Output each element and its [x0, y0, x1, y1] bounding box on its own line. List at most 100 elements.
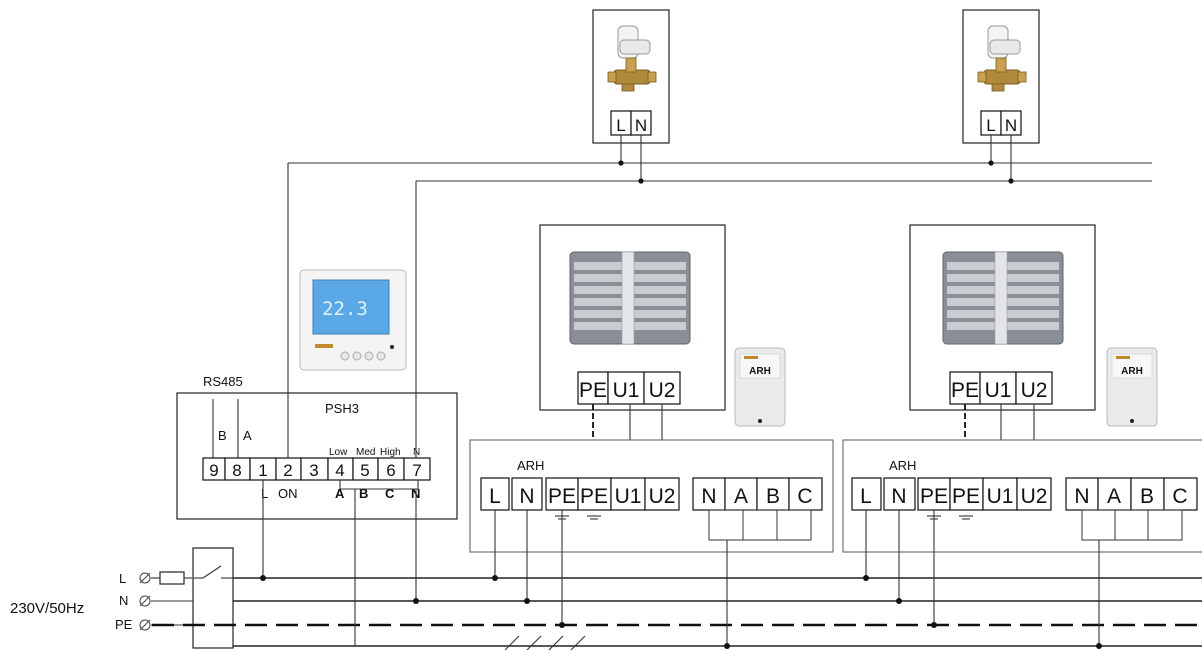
- psh3-bottom-b-label: B: [359, 486, 368, 501]
- bus-b-label: B: [218, 428, 227, 443]
- speed-low-label: Low: [329, 447, 348, 458]
- controller-psh3: 22.3 RS485 PSH3 B A Low Med High N 9 8: [176, 163, 458, 646]
- psh3-terminal-9-label: 9: [209, 461, 218, 480]
- arh-device-1-icon: ARH: [734, 347, 786, 427]
- mains-supply: 230V/50Hz L N PE: [10, 547, 1202, 650]
- supply-n-label: N: [119, 593, 128, 608]
- arh-1-terminal-pe-b-label: PE: [580, 485, 608, 508]
- psh3-box: [176, 392, 458, 520]
- arh-2-terminal-u1-label: U1: [987, 485, 1014, 508]
- main-switch-box: [192, 547, 234, 649]
- heater-2-terminal-u1: [979, 371, 1017, 405]
- psh3-bottom-a-label: A: [335, 486, 345, 501]
- arh-1-terminal-n-label: N: [519, 485, 534, 508]
- rs485-label: RS485: [203, 374, 243, 389]
- arh-1-terminal-ctrl-n: [692, 477, 726, 511]
- arh-1-terminal-u2: [644, 477, 680, 511]
- arh-2-terminal-n-label: N: [891, 485, 906, 508]
- arh-module-1-label: ARH: [517, 458, 544, 473]
- arh-1-terminal-n: [511, 477, 543, 511]
- psh3-terminal-7: [403, 457, 431, 481]
- valve-unit-1: L N: [592, 9, 670, 181]
- heater-unit-2: PE U1 U2: [909, 224, 1096, 478]
- supply-terminal-n-icon: [139, 595, 151, 607]
- psh3-bottom-c-label: C: [385, 486, 395, 501]
- fuse-icon: [159, 571, 185, 585]
- arh-2-terminal-ctrl-a-label: A: [1107, 485, 1121, 508]
- arh-1-terminal-u1-label: U1: [615, 485, 642, 508]
- valve-2-terminal-l-label: L: [986, 116, 995, 135]
- arh-2-terminal-ctrl-n-label: N: [1074, 485, 1089, 508]
- arh-1-terminal-ctrl-b: [756, 477, 790, 511]
- arh-1-terminal-pe-a-label: PE: [548, 485, 576, 508]
- arh-module-2-label: ARH: [889, 458, 916, 473]
- bus-a-label: A: [243, 428, 252, 443]
- supply-pe-label: PE: [115, 617, 133, 632]
- psh3-terminal-2-label: 2: [283, 461, 292, 480]
- heater-unit-1: PE U1 U2: [539, 224, 726, 478]
- supply-voltage-label: 230V/50Hz: [10, 600, 84, 617]
- arh-device-2-icon: ARH: [1106, 347, 1158, 427]
- heater-2-grille-icon: [942, 251, 1064, 345]
- psh3-terminal-6-label: 6: [386, 461, 395, 480]
- psh3-terminal-8-label: 8: [232, 461, 241, 480]
- arh-module-1: ARH L N PE PE U1 U2 N A B C: [469, 439, 834, 649]
- arh-2-terminal-u2: [1016, 477, 1052, 511]
- valve-1-terminal-n-label: N: [635, 116, 647, 135]
- arh-1-terminal-l-label: L: [489, 485, 501, 508]
- arh-2-terminal-u2-label: U2: [1021, 485, 1048, 508]
- arh-2-terminal-ctrl-c-label: C: [1172, 485, 1187, 508]
- arh-module-2: ARH L N PE PE U1 U2 N A B C: [842, 439, 1202, 649]
- arh-2-terminal-pe-a-label: PE: [920, 485, 948, 508]
- arh-2-terminal-l-label: L: [860, 485, 872, 508]
- arh-2-terminal-ctrl-b-label: B: [1140, 485, 1154, 508]
- psh3-terminal-3-label: 3: [309, 461, 318, 480]
- heater-1-terminal-pe-label: PE: [579, 379, 607, 402]
- arh-2-terminal-l: [851, 477, 882, 511]
- heater-2-terminal-pe-label: PE: [951, 379, 979, 402]
- heater-1-grille-icon: [569, 251, 691, 345]
- heater-1-terminal-u2-label: U2: [649, 379, 676, 402]
- psh3-terminal-5-label: 5: [360, 461, 369, 480]
- supply-l-label: L: [119, 571, 126, 586]
- arh-device-2-label: ARH: [1121, 366, 1143, 377]
- valve-1-terminal-l-label: L: [616, 116, 625, 135]
- arh-2-earth-icon: [927, 515, 973, 520]
- arh-1-earth-icon: [555, 515, 601, 520]
- arh-2-terminal-pe-b-label: PE: [952, 485, 980, 508]
- heater-2-terminal-u2: [1015, 371, 1053, 405]
- thermostat-display-temp: 22.3: [322, 298, 368, 320]
- heater-2-terminal-pe: [949, 371, 981, 405]
- heater-1-terminal-u1: [607, 371, 645, 405]
- psh3-terminal-4-label: 4: [335, 461, 344, 480]
- arh-2-terminal-ctrl-n: [1065, 477, 1099, 511]
- psh3-bottom-l-label: L: [261, 486, 268, 501]
- speed-high-label: High: [380, 447, 401, 458]
- valve-1-actuator-icon: [607, 25, 657, 92]
- psh3-label: PSH3: [325, 401, 359, 416]
- speed-n-label: N: [413, 447, 420, 458]
- supply-terminal-pe-icon: [139, 619, 151, 631]
- arh-1-terminal-pe-a: [545, 477, 579, 511]
- speed-med-label: Med: [356, 447, 375, 458]
- psh3-terminal-1-label: 1: [258, 461, 267, 480]
- arh-1-terminal-ctrl-b-label: B: [766, 485, 780, 508]
- arh-device-1-label: ARH: [749, 366, 771, 377]
- arh-1-terminal-ctrl-c: [788, 477, 823, 511]
- heater-2-terminal-u1-label: U1: [985, 379, 1012, 402]
- heater-1-terminal-u1-label: U1: [613, 379, 640, 402]
- arh-1-terminal-u2-label: U2: [649, 485, 676, 508]
- arh-1-terminal-l: [480, 477, 510, 511]
- valve-2-terminal-n-label: N: [1005, 116, 1017, 135]
- arh-2-terminal-pe-b: [949, 477, 984, 511]
- valve-unit-2: L N: [962, 9, 1040, 181]
- arh-1-terminal-ctrl-n-label: N: [701, 485, 716, 508]
- arh-1-terminal-ctrl-c-label: C: [797, 485, 812, 508]
- psh3-terminal-7-label: 7: [412, 461, 421, 480]
- thermostat-icon: 22.3: [299, 269, 407, 371]
- psh3-bottom-on-label: ON: [278, 486, 298, 501]
- heater-2-terminal-u2-label: U2: [1021, 379, 1048, 402]
- cable-slash-marks-icon: [504, 635, 586, 650]
- arh-1-terminal-ctrl-a-label: A: [734, 485, 748, 508]
